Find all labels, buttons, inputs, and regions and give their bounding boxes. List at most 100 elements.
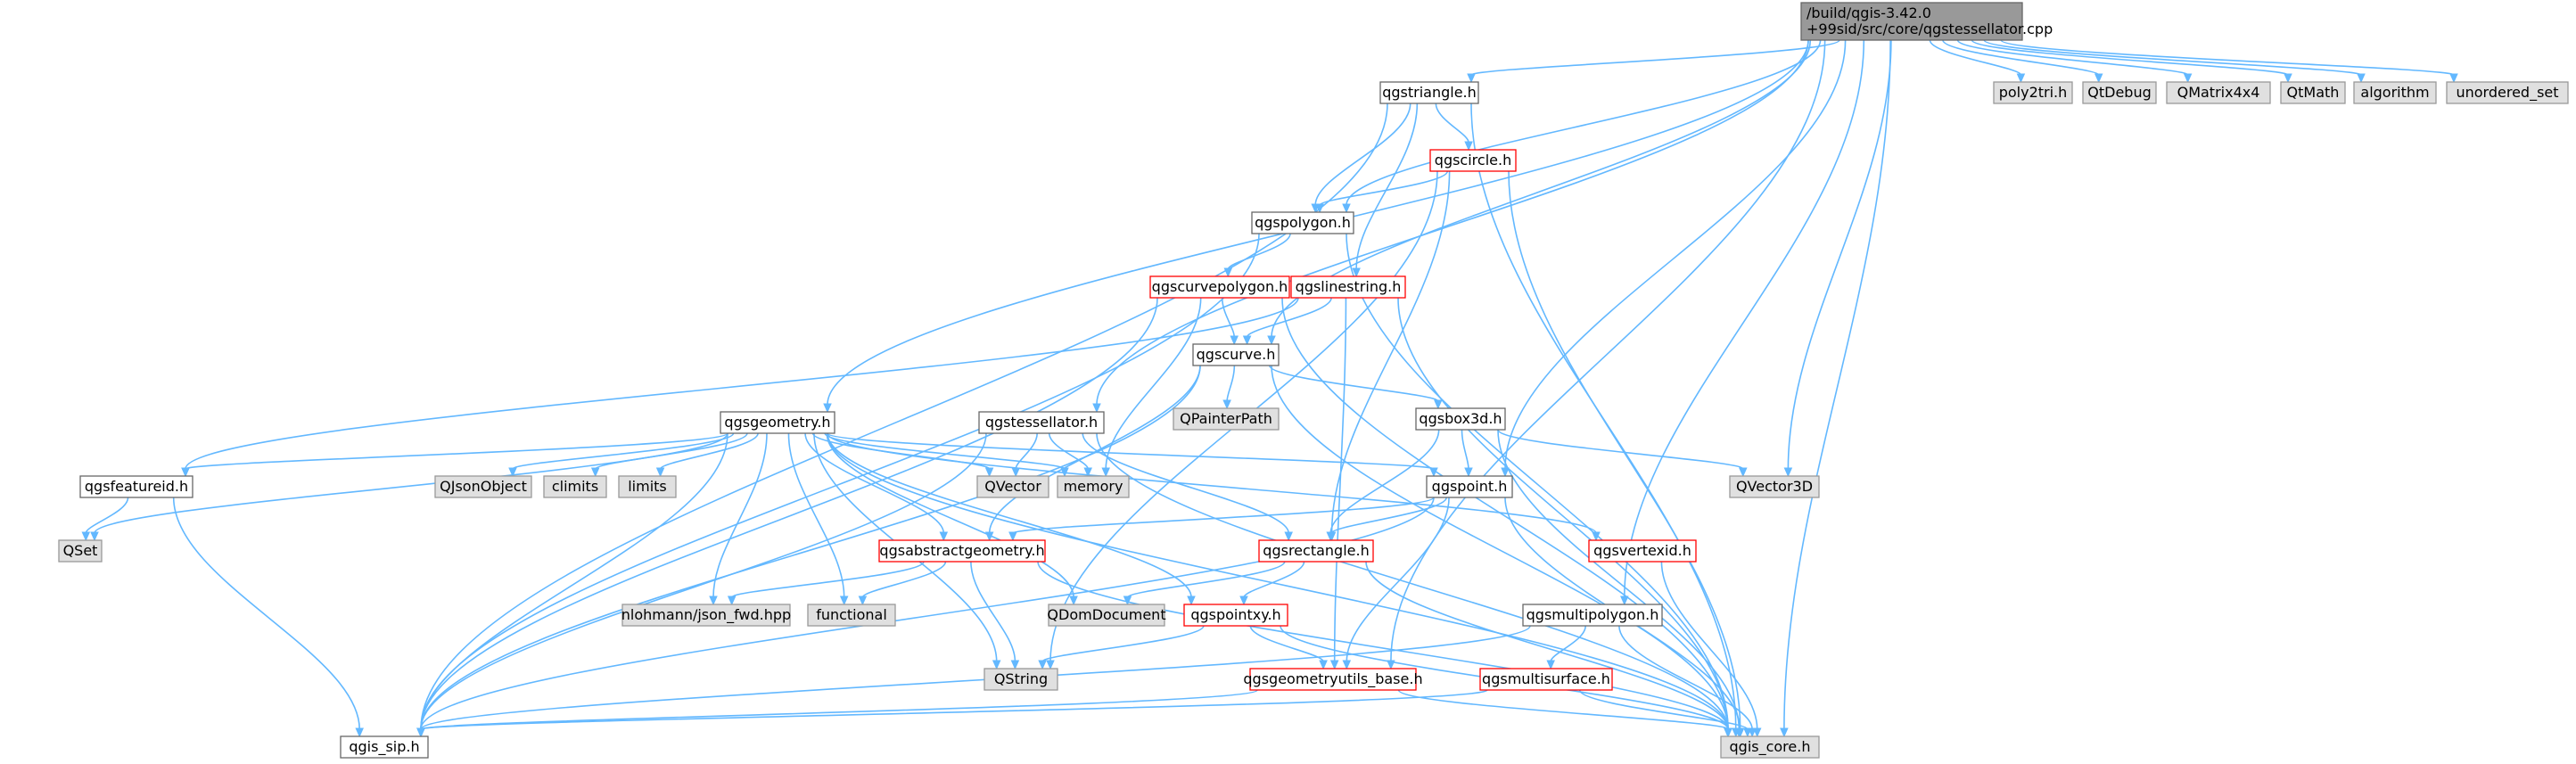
edge-qgsmultisurface-to-qgis-core [1578,689,1749,730]
edge-layer [81,39,2458,738]
arrowhead-icon [1429,467,1438,478]
node-qgis-core: qgis_core.h [1720,735,1820,759]
node-qgstriangle[interactable]: qgstriangle.h [1379,81,1479,104]
edge-root-to-qtmath [1971,39,2289,76]
node-label: algorithm [2360,84,2429,101]
edge-qgscurvepolygon-to-qgscurve [1221,297,1235,338]
arrowhead-icon [2183,73,2193,84]
node-root[interactable]: /build/qgis-3.42.0+99sid/src/core/qgstes… [1800,2,2053,41]
node-box [1522,604,1663,627]
edge-qgslinestring-to-qgsfeatureid [185,297,1299,470]
node-label: /build/qgis-3.42.0 [1806,4,1931,21]
node-label: functional [816,606,887,623]
node-qgspointxy[interactable]: qgspointxy.h [1183,604,1288,627]
node-qgsfeatureid[interactable]: qgsfeatureid.h [79,475,193,498]
edge-qgsgeometry-to-qdomdocument [826,432,1074,598]
node-label: qgscircle.h [1435,152,1511,168]
edge-qgsfeatureid-to-qgis-sip [172,497,360,730]
edge-qgscurvepolygon-to-qgis-sip [420,297,1158,730]
node-qgscurve[interactable]: qgscurve.h [1192,343,1280,366]
arrowhead-icon [1352,267,1361,278]
edge-root-to-poly2tri [1929,39,2022,76]
arrowhead-icon [1752,727,1762,738]
edge-qgsrectangle-to-qgis-core [1365,561,1729,730]
arrowhead-icon [1501,467,1510,478]
edge-root-to-qgspolygon [1346,39,1822,206]
node-qgsvertexid[interactable]: qgsvertexid.h [1588,539,1697,563]
node-label: qgsmultipolygon.h [1527,606,1659,623]
arrowhead-icon [1267,335,1276,346]
arrowhead-icon [2284,73,2292,84]
arrowhead-icon [1242,335,1252,346]
edge-qgsabstractgeometry-to-nlohmann [730,561,925,598]
node-qgslinestring[interactable]: qgslinestring.h [1290,275,1406,299]
edge-qgsmultipolygon-to-qgis-core [1618,625,1753,730]
arrowhead-icon [1239,596,1248,606]
arrowhead-icon [1735,727,1745,738]
arrowhead-icon [1315,203,1324,214]
node-qgsbox3d[interactable]: qgsbox3d.h [1415,407,1506,431]
arrowhead-icon [727,596,737,606]
arrowhead-icon [355,727,364,738]
edge-qgscircle-to-qgsrectangle [1330,170,1451,534]
arrowhead-icon [1467,73,1476,84]
node-qgsmultipolygon[interactable]: qgsmultipolygon.h [1522,604,1663,627]
node-box [807,604,896,627]
node-qtmath: QtMath [2280,81,2346,104]
node-qgsgeometry[interactable]: qgsgeometry.h [720,411,835,434]
node-qgspolygon[interactable]: qgspolygon.h [1251,211,1354,234]
edge-qgsgeometry-to-qgsfeatureid [185,432,728,470]
node-qdomdocument: QDomDocument [1047,604,1166,627]
node-label: qgscurve.h [1197,346,1276,363]
arrowhead-icon [1319,660,1328,670]
node-box [1415,407,1506,431]
arrowhead-icon [2449,73,2458,84]
node-qstring: QString [983,668,1058,691]
node-box [878,539,1046,563]
edge-qgspoint-to-qgsgeometryutils-base [1346,497,1450,662]
node-qgspoint[interactable]: qgspoint.h [1426,475,1513,498]
arrowhead-icon [1783,467,1793,478]
node-qgsrectangle[interactable]: qgsrectangle.h [1258,539,1374,563]
node-label: QtDebug [2087,84,2151,101]
node-qgsabstractgeometry[interactable]: qgsabstractgeometry.h [878,539,1046,563]
edge-qgscurve-to-qgsbox3d [1269,365,1439,402]
edge-qgstessellator-to-qgis-core [1096,432,1729,730]
edge-qgslinestring-to-qgscurve [1246,297,1332,338]
node-qgsgeometryutils-base[interactable]: qgsgeometryutils_base.h [1243,668,1423,691]
edge-qgsabstractgeometry-to-functional [861,561,947,598]
node-label: qgspointxy.h [1190,606,1280,623]
arrowhead-icon [839,596,849,606]
arrowhead-icon [984,467,994,478]
arrowhead-icon [1327,531,1336,542]
node-label: limits [628,478,667,495]
arrowhead-icon [1230,335,1239,346]
node-qgsmultisurface[interactable]: qgsmultisurface.h [1479,668,1613,691]
edge-qgsbox3d-to-qvector3d [1497,429,1744,470]
node-qmatrix4x4: QMatrix4x4 [2166,81,2271,104]
node-label: poly2tri.h [1999,84,2068,101]
edge-qgspointxy-to-qgsgeometryutils-base [1249,625,1324,662]
node-qgscircle[interactable]: qgscircle.h [1429,149,1517,172]
arrowhead-icon [858,596,868,606]
edge-root-to-qgspoint [1504,39,1847,470]
arrowhead-icon [1101,467,1110,478]
node-qgstessellator[interactable]: qgstessellator.h [978,411,1105,434]
node-box [1249,668,1417,691]
edge-root-to-qtdebug [1942,39,2100,76]
arrowhead-icon [90,531,99,542]
node-box [1192,343,1280,366]
edge-root-to-algorithm [1983,39,2362,76]
node-qgis-sip[interactable]: qgis_sip.h [340,735,429,759]
edge-qgsfeatureid-to-qset [85,497,129,534]
edge-qgstriangle-to-qgscircle [1435,103,1469,144]
node-qpainterpath: QPainterPath [1173,407,1280,431]
arrowhead-icon [1780,727,1789,738]
node-qgscurvepolygon[interactable]: qgscurvepolygon.h [1149,275,1290,299]
node-poly2tri: poly2tri.h [1993,81,2073,104]
arrowhead-icon [1092,403,1101,414]
arrowhead-icon [939,531,949,542]
node-label: QDomDocument [1047,606,1165,623]
node-label: qgsfeatureid.h [85,478,188,495]
node-box [1720,735,1820,759]
